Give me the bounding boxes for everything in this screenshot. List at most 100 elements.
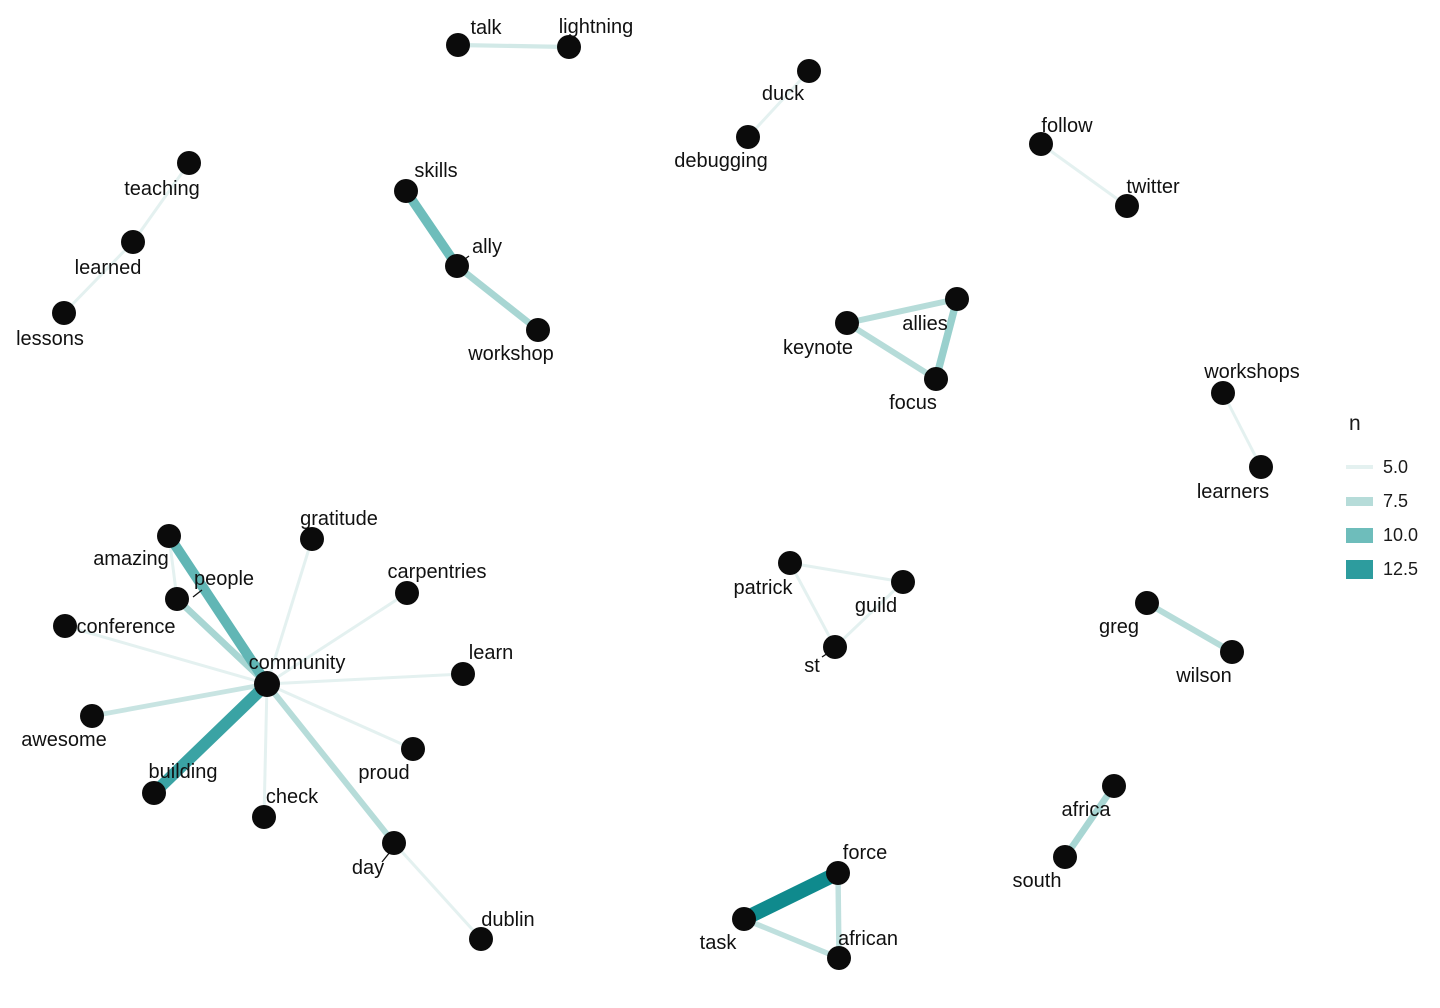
edge-allies-focus (932, 298, 961, 380)
node-label-dublin: dublin (481, 909, 534, 931)
node-community (254, 671, 280, 697)
node-twitter (1115, 194, 1139, 218)
node-dublin (469, 927, 493, 951)
legend-rows: 5.0 7.5 10.0 12.5 (1346, 450, 1418, 586)
node-label-teaching: teaching (124, 178, 200, 200)
node-keynote (835, 311, 859, 335)
edge-follow-twitter (1040, 142, 1128, 208)
node-label-wilson: wilson (1175, 665, 1232, 687)
node-patrick (778, 551, 802, 575)
node-force (826, 861, 850, 885)
node-allies (945, 287, 969, 311)
edge-force-african (835, 872, 842, 959)
node-label-proud: proud (358, 762, 409, 784)
node-teaching (177, 151, 201, 175)
legend-swatch-5.0 (1346, 465, 1373, 469)
node-label-greg: greg (1099, 616, 1139, 638)
edge-ally-workshop (454, 263, 541, 333)
legend: n 5.0 7.5 10.0 12.5 (1346, 412, 1418, 586)
legend-item-10.0: 10.0 (1346, 518, 1418, 552)
legend-swatch-10.0 (1346, 527, 1373, 543)
legend-label-12.5: 12.5 (1383, 558, 1419, 579)
node-lessons (52, 301, 76, 325)
node-label-carpentries: carpentries (388, 561, 487, 583)
node-guild (891, 570, 915, 594)
edge-teaching-learned (131, 162, 191, 243)
node-label-workshops: workshops (1203, 361, 1300, 383)
node-label-awesome: awesome (21, 729, 107, 751)
node-label-task: task (700, 932, 738, 954)
legend-label-5.0: 5.0 (1383, 456, 1409, 477)
edge-community-awesome (91, 681, 268, 719)
node-building (142, 781, 166, 805)
node-wilson (1220, 640, 1244, 664)
node-label-keynote: keynote (783, 337, 853, 359)
edge-community-proud (266, 682, 414, 751)
edge-community-amazing (164, 533, 272, 687)
node-learn (451, 662, 475, 686)
node-label-building: building (149, 761, 218, 783)
node-label-st: st (804, 655, 820, 677)
node-label-gratitude: gratitude (300, 508, 378, 530)
node-label-guild: guild (855, 595, 897, 617)
edge-community-check (262, 683, 269, 818)
legend-swatch-7.5 (1346, 496, 1373, 506)
node-label-people: people (194, 568, 254, 590)
node-label-african: african (838, 928, 898, 950)
edge-day-dublin (392, 841, 483, 941)
node-talk (446, 33, 470, 57)
node-label-talk: talk (470, 17, 502, 39)
node-label-debugging: debugging (674, 150, 767, 172)
edge-task-force (740, 866, 842, 926)
node-label-learned: learned (75, 257, 142, 279)
legend-label-7.5: 7.5 (1383, 490, 1409, 511)
legend-swatch-12.5 (1346, 559, 1373, 579)
node-conference (53, 614, 77, 638)
node-gratitude (300, 527, 324, 551)
node-south (1053, 845, 1077, 869)
edge-task-african (742, 916, 841, 961)
node-ally (445, 254, 469, 278)
node-label-learners: learners (1197, 481, 1269, 503)
edge-keynote-focus (845, 320, 938, 382)
node-greg (1135, 591, 1159, 615)
node-africa (1102, 774, 1126, 798)
node-label-skills: skills (414, 160, 457, 182)
node-day (382, 831, 406, 855)
node-duck (797, 59, 821, 83)
edge-community-learn (266, 672, 464, 686)
node-carpentries (395, 581, 419, 605)
legend-title: n (1349, 412, 1361, 435)
node-label-workshop: workshop (467, 343, 554, 365)
legend-label-10.0: 10.0 (1383, 524, 1419, 545)
node-workshops (1211, 381, 1235, 405)
edge-community-building (149, 679, 272, 798)
node-workshop (526, 318, 550, 342)
edge-patrick-guild (789, 561, 904, 584)
node-label-community: community (249, 652, 346, 674)
edge-workshops-learners (1221, 392, 1263, 468)
edge-duck-debugging (746, 69, 811, 139)
node-check (252, 805, 276, 829)
edge-talk-lightning (457, 42, 570, 50)
node-st (823, 635, 847, 659)
label-leader-people (192, 589, 203, 598)
edge-greg-wilson (1145, 600, 1234, 655)
node-label-lessons: lessons (16, 328, 84, 350)
node-people (165, 587, 189, 611)
node-task (732, 907, 756, 931)
node-label-twitter: twitter (1126, 176, 1180, 198)
node-label-force: force (843, 842, 887, 864)
node-label-amazing: amazing (93, 548, 169, 570)
node-follow (1029, 132, 1053, 156)
node-proud (401, 737, 425, 761)
edge-community-day (264, 682, 397, 845)
node-label-allies: allies (902, 313, 948, 335)
edge-community-carpentries (266, 591, 408, 686)
node-label-follow: follow (1041, 115, 1093, 137)
node-skills (394, 179, 418, 203)
edge-africa-south (1062, 784, 1117, 859)
node-african (827, 946, 851, 970)
